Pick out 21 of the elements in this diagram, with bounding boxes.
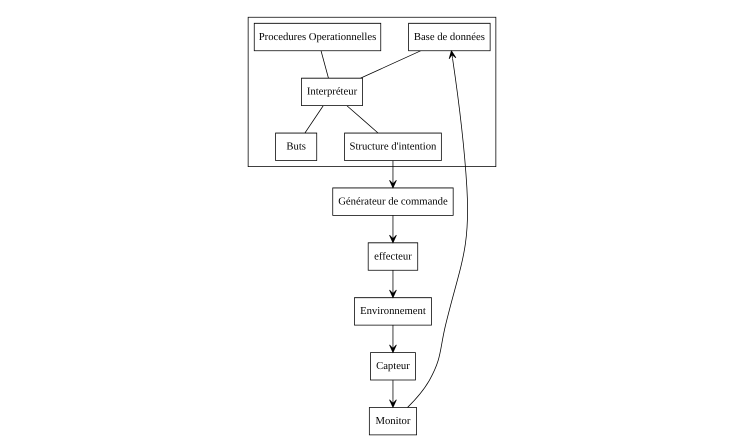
connector xyxy=(320,50,329,78)
node-box: Capteur xyxy=(370,352,416,380)
arrow xyxy=(389,324,397,353)
node-box: Générateur de commande xyxy=(332,188,454,216)
node-box: Structure d'intention xyxy=(344,132,442,161)
node-box: Monitor xyxy=(368,407,417,436)
node-box: Buts xyxy=(275,132,318,161)
node-box: Environnement xyxy=(354,297,432,326)
connector xyxy=(304,105,324,134)
arrow xyxy=(407,50,468,408)
cluster xyxy=(248,16,496,167)
arrow xyxy=(389,380,397,408)
arrow xyxy=(389,270,397,298)
node-box: Interpréteur xyxy=(301,78,363,106)
connector xyxy=(360,50,422,79)
node-box: Base de données xyxy=(408,22,491,52)
arrow xyxy=(389,215,397,244)
node-box: effecteur xyxy=(368,242,418,271)
node-box: Procedures Operationnelles xyxy=(254,22,382,52)
connector xyxy=(346,105,378,134)
arrow xyxy=(389,160,397,188)
